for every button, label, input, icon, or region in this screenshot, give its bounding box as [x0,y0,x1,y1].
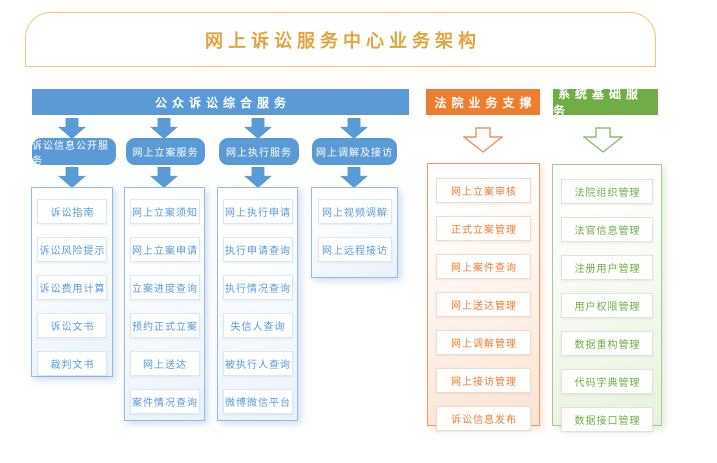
list-item: 网上视频调解 [317,199,392,224]
list-item: 网上案件查询 [436,254,531,279]
list-court-support: 网上立案审核 正式立案管理 网上案件查询 网上送达管理 网上调解管理 网上接访管… [427,163,540,431]
list-item: 网上立案审核 [436,178,531,203]
list-item: 网上远程接访 [317,237,392,262]
down-arrow-outline-icon [583,127,623,153]
list-item: 用户权限管理 [561,293,653,318]
list-item: 微博微信平台 [222,389,293,414]
down-arrow-icon [340,167,368,188]
list-item: 数据重构管理 [561,331,653,356]
list-item: 立案进度查询 [129,275,200,300]
list-item: 网上立案须知 [129,199,200,224]
list-online-mediation: 网上视频调解 网上远程接访 [311,187,398,278]
diagram-title-frame: 网上诉讼服务中心业务架构 [25,12,656,67]
list-item: 网上送达管理 [436,292,531,317]
list-item: 法院组织管理 [561,179,653,204]
list-item: 诉讼文书 [37,313,107,338]
list-litigation-info: 诉讼指南 诉讼风险提示 诉讼费用计算 诉讼文书 裁判文书 [31,187,113,377]
list-item: 裁判文书 [37,351,107,376]
section-header-public-services: 公众诉讼综合服务 [32,89,409,115]
list-item: 诉讼风险提示 [37,237,107,262]
down-arrow-icon [150,118,178,139]
list-item: 正式立案管理 [436,216,531,241]
group-label-online-mediation: 网上调解及接访 [312,138,397,165]
list-item: 执行申请查询 [222,237,293,262]
list-item: 数据接口管理 [561,407,653,432]
down-arrow-icon [244,167,272,188]
list-item: 法官信息管理 [561,217,653,242]
list-system-services: 法院组织管理 法官信息管理 注册用户管理 用户权限管理 数据重构管理 代码字典管… [552,164,662,432]
list-item: 网上送达 [129,351,200,376]
list-item: 网上执行申请 [222,199,293,224]
list-item: 诉讼信息发布 [436,406,531,431]
group-label-online-filing: 网上立案服务 [126,138,205,165]
group-label-litigation-info: 诉讼信息公开服务 [32,138,116,167]
list-item: 代码字典管理 [561,369,653,394]
list-item: 被执行人查询 [222,351,293,376]
section-header-system-services: 系统基础服务 [553,87,658,118]
list-item: 执行情况查询 [222,275,293,300]
page-title: 网上诉讼服务中心业务架构 [205,30,481,51]
down-arrow-outline-icon [463,127,503,153]
list-item: 网上立案申请 [129,237,200,262]
down-arrow-icon [58,167,86,188]
down-arrow-icon [340,118,368,139]
list-item: 网上接访管理 [436,368,531,393]
group-label-online-enforcement: 网上执行服务 [219,138,299,165]
list-item: 注册用户管理 [561,255,653,280]
list-item: 网上调解管理 [436,330,531,355]
section-header-court-support: 法院业务支撑 [426,89,540,115]
list-item: 诉讼指南 [37,199,107,224]
list-online-enforcement: 网上执行申请 执行申请查询 执行情况查询 失信人查询 被执行人查询 微博微信平台 [217,187,298,421]
list-item: 案件情况查询 [129,389,200,414]
down-arrow-icon [150,167,178,188]
down-arrow-icon [244,118,272,139]
list-item: 失信人查询 [222,313,293,338]
list-item: 诉讼费用计算 [37,275,107,300]
list-item: 预约正式立案 [129,313,200,338]
list-online-filing: 网上立案须知 网上立案申请 立案进度查询 预约正式立案 网上送达 案件情况查询 [124,187,205,421]
